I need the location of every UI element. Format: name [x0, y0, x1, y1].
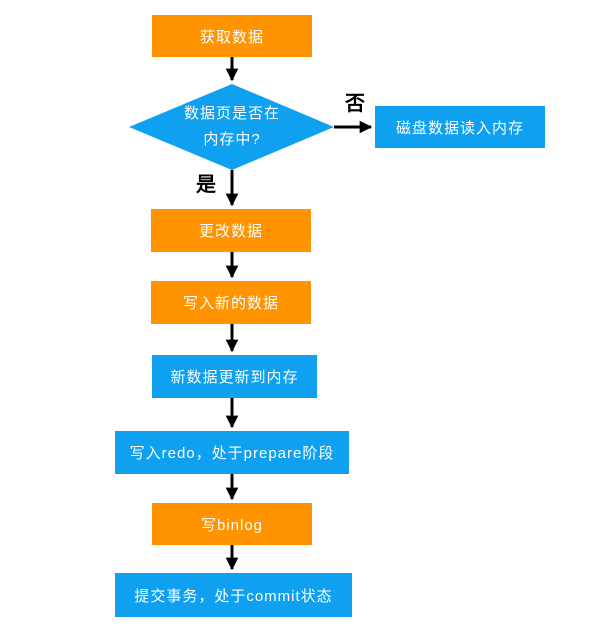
node-disk-read: 磁盘数据读入内存: [375, 106, 545, 148]
decision-diamond: [129, 84, 334, 170]
node-write-redo-prepare: 写入redo，处于prepare阶段: [115, 431, 349, 474]
node-write-new-data: 写入新的数据: [151, 281, 311, 324]
node-update-data: 更改数据: [151, 209, 311, 252]
node-commit-transaction: 提交事务，处于commit状态: [115, 573, 352, 617]
node-decision-in-memory-label: 数据页是否在内存中?: [183, 105, 280, 149]
node-get-data: 获取数据: [152, 15, 312, 57]
node-new-data-to-memory: 新数据更新到内存: [152, 355, 317, 398]
edge-label-yes: 是: [196, 174, 216, 196]
node-write-binlog: 写binlog: [152, 503, 312, 545]
edge-label-no: 否: [345, 93, 365, 115]
